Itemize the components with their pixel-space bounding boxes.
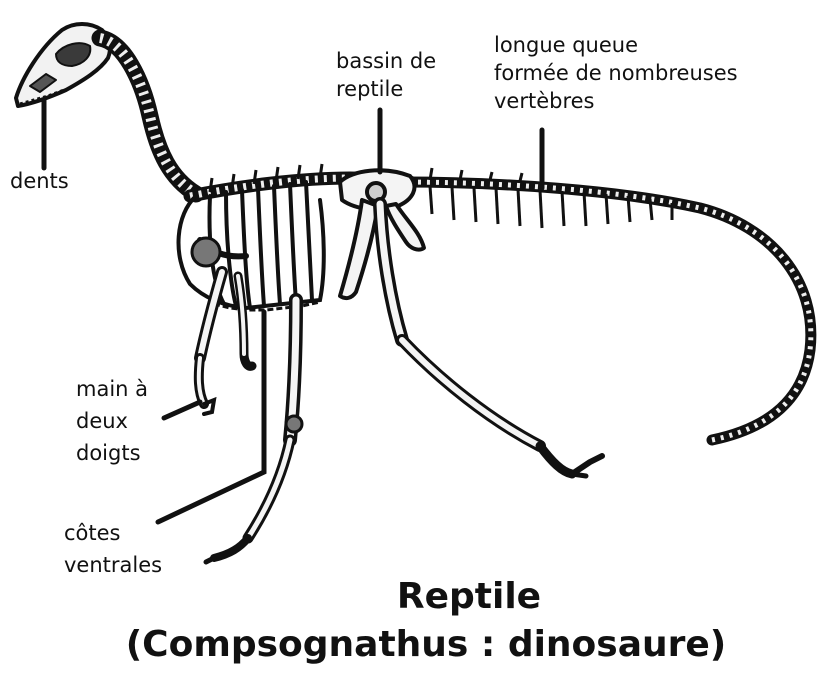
- tail-label-line3: vertèbres: [494, 88, 595, 115]
- hand-label-line2: deux: [76, 408, 128, 435]
- left-leg-bones: [206, 300, 302, 562]
- pelvis-label-line1: bassin de: [336, 48, 436, 75]
- title-line2: (Compsognathus : dinosaure): [0, 624, 822, 666]
- teeth-label: dents: [10, 168, 69, 195]
- tail-label-line1: longue queue: [494, 32, 638, 59]
- arm-bones: [199, 272, 252, 414]
- hand-pointer: [164, 402, 200, 418]
- pelvis-label-line2: reptile: [336, 76, 403, 103]
- title-line1: Reptile: [0, 576, 822, 618]
- tail-label-line2: formée de nombreuses: [494, 60, 738, 87]
- neck-vertebrae: [100, 38, 196, 194]
- ribs-label-line2: ventrales: [64, 552, 162, 579]
- ribs-label-line1: côtes: [64, 520, 121, 547]
- hand-label-line3: doigts: [76, 440, 141, 467]
- hand-label-line1: main à: [76, 376, 148, 403]
